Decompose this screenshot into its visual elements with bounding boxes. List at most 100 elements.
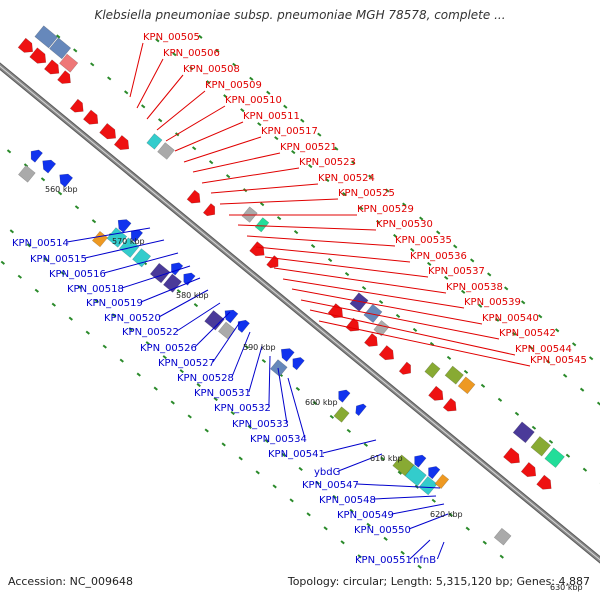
gene-feature[interactable]	[27, 147, 43, 163]
gene-feature[interactable]	[373, 320, 390, 337]
gene-feature[interactable]	[146, 133, 163, 150]
gene-feature[interactable]	[428, 385, 447, 404]
gene-feature[interactable]	[180, 270, 196, 286]
gene-label-forward[interactable]: KPN_00538	[446, 282, 503, 293]
gene-feature[interactable]	[99, 122, 120, 142]
gene-feature[interactable]	[425, 463, 441, 480]
gene-label-reverse[interactable]: KPN_00541	[268, 449, 325, 460]
gene-feature[interactable]	[544, 447, 565, 468]
gene-feature[interactable]	[444, 365, 464, 385]
gene-feature[interactable]	[186, 189, 204, 207]
gene-label-forward[interactable]: KPN_00545	[530, 355, 587, 366]
gene-label-reverse[interactable]: KPN_00518	[67, 284, 124, 295]
gene-feature[interactable]	[39, 156, 57, 174]
gene-label-reverse[interactable]: ybdG	[314, 467, 340, 478]
gene-feature[interactable]	[349, 292, 369, 312]
gene-feature[interactable]	[457, 376, 476, 395]
gene-label-forward[interactable]: KPN_00530	[376, 219, 433, 230]
gene-feature[interactable]	[18, 164, 36, 183]
gene-feature[interactable]	[289, 354, 305, 371]
gene-feature[interactable]	[335, 387, 351, 403]
gene-label-forward[interactable]: KPN_00535	[395, 235, 452, 246]
gene-label-forward[interactable]: KPN_00525	[338, 188, 395, 199]
gene-label-forward[interactable]: KPN_00537	[428, 266, 485, 277]
gene-label-reverse[interactable]: KPN_00549	[337, 510, 394, 521]
gene-label-forward[interactable]: KPN_00517	[261, 126, 318, 137]
gene-label-reverse[interactable]: KPN_00547	[302, 480, 359, 491]
gene-feature[interactable]	[512, 421, 535, 444]
gene-label-forward[interactable]: KPN_00508	[183, 64, 240, 75]
gene-feature[interactable]	[29, 47, 50, 67]
gene-label-reverse[interactable]: KPN_00548	[319, 495, 376, 506]
gene-label-reverse[interactable]: KPN_00551	[355, 555, 412, 566]
gene-label-forward[interactable]: KPN_00510	[225, 95, 282, 106]
gene-feature[interactable]	[44, 59, 62, 78]
gene-feature[interactable]	[157, 142, 175, 160]
gene-label-reverse[interactable]: KPN_00528	[177, 373, 234, 384]
gene-label-reverse[interactable]: KPN_00515	[30, 254, 87, 265]
gene-feature[interactable]	[363, 303, 383, 323]
gene-label-forward[interactable]: KPN_00539	[464, 297, 521, 308]
gene-feature[interactable]	[411, 452, 427, 468]
gene-feature[interactable]	[59, 53, 79, 73]
gene-feature[interactable]	[398, 361, 414, 378]
gene-feature[interactable]	[530, 436, 551, 457]
gene-feature[interactable]	[353, 401, 367, 417]
gene-feature[interactable]	[17, 37, 36, 56]
gene-feature[interactable]	[249, 241, 268, 260]
gene-feature[interactable]	[392, 454, 415, 477]
gene-label-forward[interactable]: KPN_00511	[243, 111, 300, 122]
gene-feature[interactable]	[168, 260, 184, 276]
gene-feature[interactable]	[49, 37, 72, 60]
gene-feature[interactable]	[434, 473, 450, 490]
gene-feature[interactable]	[91, 230, 109, 248]
gene-feature[interactable]	[69, 98, 87, 116]
gene-feature[interactable]	[520, 462, 539, 480]
gene-label-reverse[interactable]: KPN_00527	[158, 358, 215, 369]
gene-label-reverse[interactable]: KPN_00550	[354, 525, 411, 536]
gene-feature[interactable]	[82, 109, 101, 128]
gene-feature[interactable]	[277, 345, 295, 362]
gene-label-forward[interactable]: KPN_00529	[357, 204, 414, 215]
gene-feature[interactable]	[536, 474, 555, 493]
gene-label-reverse[interactable]: KPN_00532	[214, 403, 271, 414]
gene-label-reverse[interactable]: KPN_00534	[250, 434, 307, 445]
gene-feature[interactable]	[364, 333, 381, 350]
gene-feature[interactable]	[163, 273, 182, 293]
gene-label-forward[interactable]: KPN_00524	[318, 173, 375, 184]
gene-label-reverse[interactable]: KPN_00520	[104, 313, 161, 324]
gene-feature[interactable]	[56, 170, 74, 188]
gene-feature[interactable]	[113, 135, 132, 153]
gene-label-reverse[interactable]: nfnB	[413, 555, 436, 566]
gene-label-forward[interactable]: KPN_00544	[515, 344, 572, 355]
gene-label-reverse[interactable]: KPN_00514	[12, 238, 69, 249]
gene-feature[interactable]	[254, 217, 270, 233]
gene-feature[interactable]	[34, 25, 58, 49]
gene-feature[interactable]	[378, 345, 397, 363]
gene-label-forward[interactable]: KPN_00506	[163, 48, 220, 59]
gene-label-reverse[interactable]: KPN_00526	[140, 343, 197, 354]
gene-feature[interactable]	[345, 317, 363, 335]
gene-feature[interactable]	[149, 262, 171, 284]
gene-label-reverse[interactable]: KPN_00519	[86, 298, 143, 309]
gene-feature[interactable]	[234, 317, 250, 333]
gene-label-forward[interactable]: KPN_00536	[410, 251, 467, 262]
gene-feature[interactable]	[57, 70, 74, 88]
gene-label-forward[interactable]: KPN_00523	[299, 157, 356, 168]
gene-feature[interactable]	[424, 361, 441, 379]
gene-label-forward[interactable]: KPN_00505	[143, 32, 200, 43]
gene-label-forward[interactable]: KPN_00542	[499, 328, 556, 339]
gene-feature[interactable]	[404, 464, 427, 487]
gene-feature[interactable]	[132, 248, 152, 268]
gene-label-forward[interactable]: KPN_00509	[205, 80, 262, 91]
gene-label-reverse[interactable]: KPN_00516	[49, 269, 106, 280]
gene-feature[interactable]	[333, 406, 350, 423]
gene-label-reverse[interactable]: KPN_00531	[194, 388, 251, 399]
gene-feature[interactable]	[218, 321, 236, 340]
gene-feature[interactable]	[114, 216, 132, 233]
gene-label-forward[interactable]: KPN_00521	[280, 142, 337, 153]
gene-label-reverse[interactable]: KPN_00522	[122, 327, 179, 338]
gene-label-forward[interactable]: KPN_00540	[482, 313, 539, 324]
gene-feature[interactable]	[418, 476, 438, 496]
